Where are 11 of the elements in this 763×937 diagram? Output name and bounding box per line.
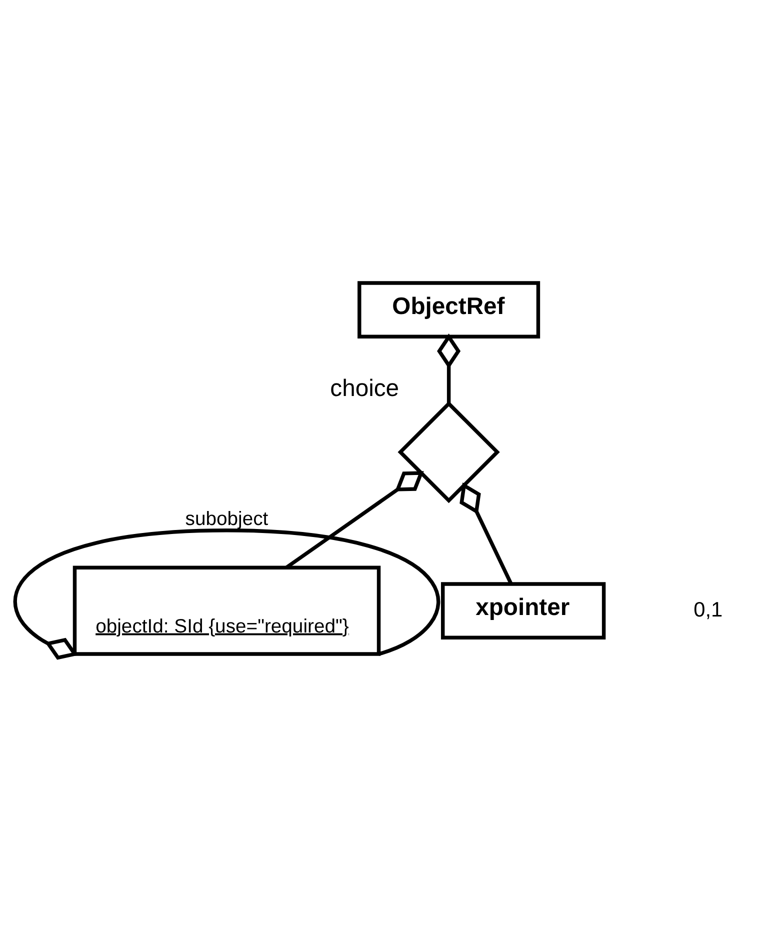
node-box: ObjectRef	[358, 281, 540, 338]
node-diamond	[398, 401, 500, 504]
label: 0,1	[694, 598, 723, 622]
connector	[286, 471, 424, 569]
node-label: choice	[330, 374, 400, 402]
node-box: xpointer	[440, 582, 606, 640]
edge-label: subobject	[185, 508, 268, 530]
node-box: objectId: SId {use="required"}	[72, 566, 381, 656]
connector	[437, 333, 461, 404]
connector	[14, 528, 440, 660]
connector	[460, 482, 513, 584]
